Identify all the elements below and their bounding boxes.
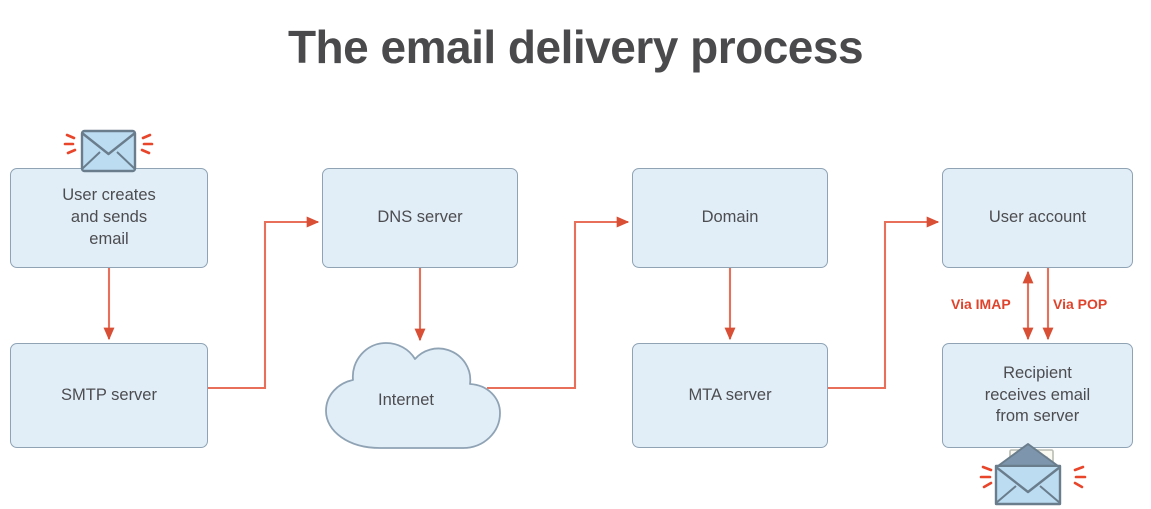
node-user-account[interactable]: User account: [942, 168, 1133, 268]
label-via-imap: Via IMAP: [951, 296, 1011, 312]
node-label: Internet: [378, 391, 434, 409]
connector-smtp-to-dns: [208, 216, 320, 390]
node-label: DNS server: [377, 208, 463, 227]
node-label: User creates and sends email: [62, 186, 156, 248]
node-domain[interactable]: Domain: [632, 168, 828, 268]
node-mta-server[interactable]: MTA server: [632, 343, 828, 448]
node-dns-server[interactable]: DNS server: [322, 168, 518, 268]
node-label: SMTP server: [61, 385, 157, 404]
node-user-creates[interactable]: User creates and sends email: [10, 168, 208, 268]
node-label: Domain: [701, 208, 759, 227]
cloud-icon: [325, 342, 501, 449]
page-title: The email delivery process: [287, 21, 864, 73]
node-internet[interactable]: Internet: [320, 333, 520, 450]
connector-mta-to-useraccount: [828, 216, 940, 390]
node-label: User account: [988, 208, 1087, 227]
node-label: MTA server: [688, 385, 772, 404]
node-smtp-server[interactable]: SMTP server: [10, 343, 208, 448]
node-recipient[interactable]: Recipient receives email from server: [942, 343, 1133, 448]
label-via-pop: Via POP: [1053, 296, 1108, 312]
connector-internet-to-domain: [487, 216, 630, 390]
node-label: Recipient receives email from server: [984, 363, 1091, 426]
